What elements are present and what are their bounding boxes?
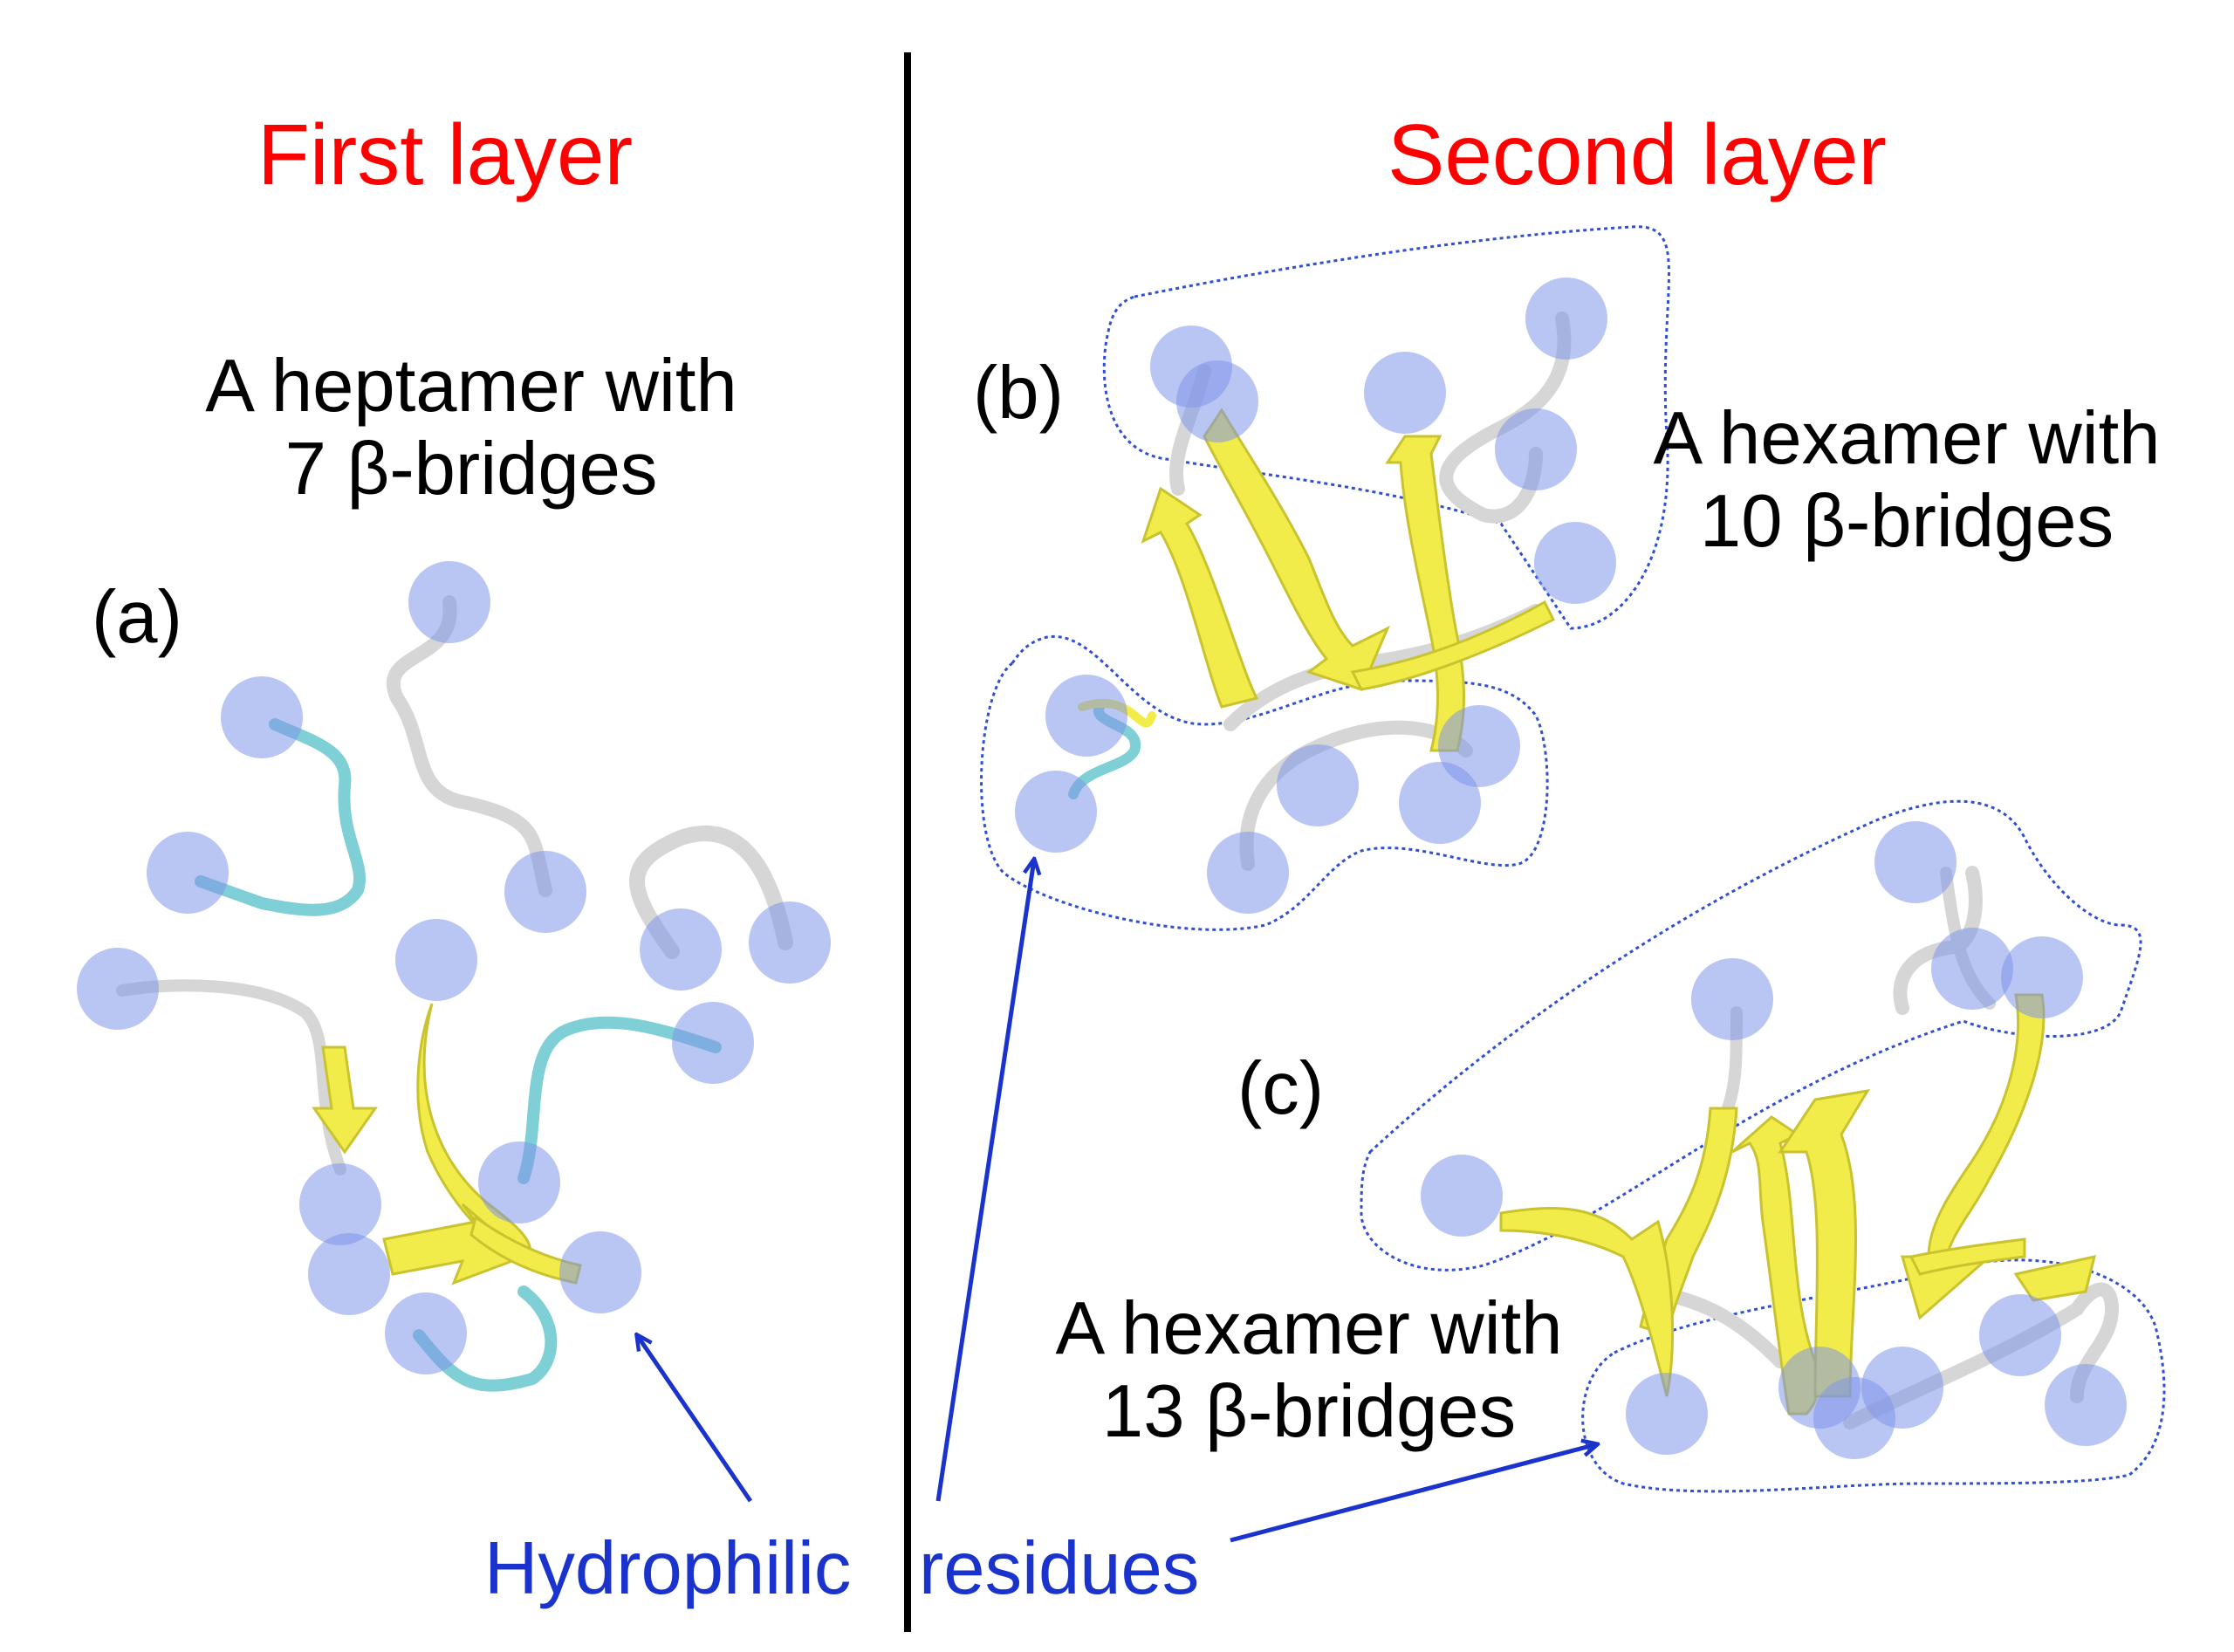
arrow-to-panel-b — [935, 860, 1034, 1502]
beta-strand — [1901, 993, 2046, 1320]
annotation-residues: residues — [919, 1527, 1200, 1610]
beta-strand — [1908, 1237, 2026, 1276]
beta-strand — [312, 1045, 378, 1155]
panel-b-desc-line1: A hexamer with — [1653, 397, 2161, 480]
panel-c-desc-line1: A hexamer with — [1055, 1287, 1563, 1370]
arrow-to-panel-c — [1230, 1444, 1597, 1543]
panel-c-desc-line2: 13 β-bridges — [1101, 1370, 1517, 1454]
panel-c-label: (c) — [1237, 1047, 1325, 1130]
hexamer-b-structure — [980, 225, 1670, 931]
group-outline — [1360, 799, 2142, 1272]
hexamer-c-structure — [1360, 799, 2166, 1493]
panel-a-desc-line1: A heptamer with — [205, 345, 737, 428]
coil-strand — [386, 595, 552, 897]
panel-a-label: (a) — [92, 576, 182, 659]
coil-strand — [517, 1016, 722, 1184]
beta-strand — [1203, 408, 1390, 691]
residue-group — [1015, 278, 1616, 914]
residue-group — [1421, 821, 2127, 1459]
panel-a-desc-line2: 7 β-bridges — [284, 428, 658, 511]
beta-strand — [2013, 1255, 2097, 1302]
group-outline — [1102, 225, 1670, 630]
coil-strand — [629, 826, 793, 959]
panel-c-description: A hexamer with 13 β-bridges — [1004, 1287, 1614, 1453]
coil-strand — [195, 718, 367, 916]
annotation-arrows — [637, 860, 1597, 1543]
heading-first-layer: First layer — [257, 106, 634, 202]
beta-strand — [382, 1203, 526, 1285]
coil-strand — [116, 979, 346, 1176]
panel-b-desc-line2: 10 β-bridges — [1699, 480, 2114, 564]
panel-b-description: A hexamer with 10 β-bridges — [1606, 397, 2208, 563]
arrow-to-panel-a — [637, 1335, 753, 1503]
residue-group — [77, 561, 831, 1374]
panel-a-description: A heptamer with 7 β-bridges — [166, 345, 777, 511]
heading-second-layer: Second layer — [1388, 106, 1888, 202]
beta-strand — [1350, 600, 1556, 691]
panel-b-label: (b) — [973, 352, 1064, 435]
beta-strand — [1141, 486, 1259, 709]
annotation-hydrophilic: Hydrophilic — [484, 1527, 852, 1610]
coil-strand — [1439, 312, 1572, 524]
heptamer-structure — [77, 561, 831, 1392]
